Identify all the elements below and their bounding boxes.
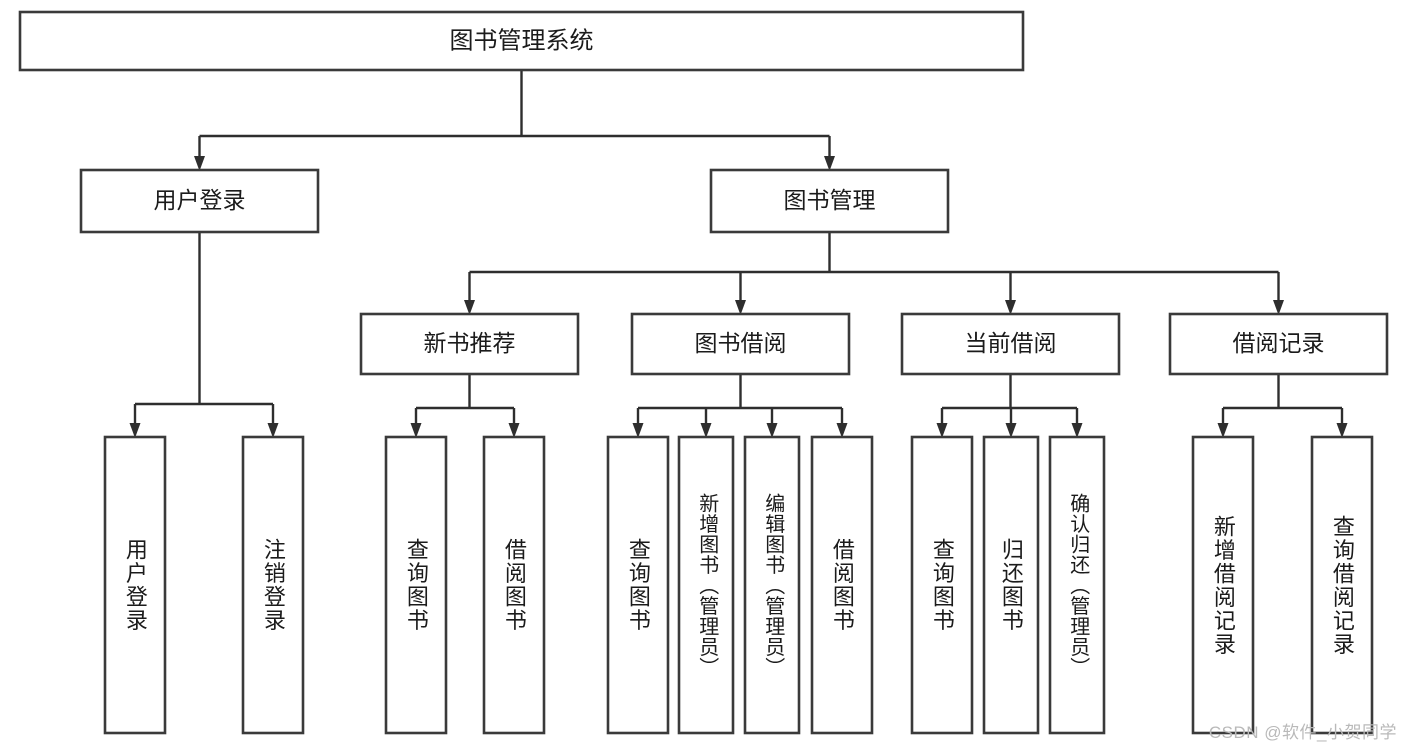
node-leaf-logout[interactable] — [241, 435, 305, 735]
arrow-head-icon — [735, 300, 746, 315]
node-leaf-user-login-rect[interactable] — [103, 435, 167, 735]
arrow-head-icon — [700, 423, 712, 438]
node-book-manage[interactable]: 图书管理 — [709, 168, 950, 234]
node-leaf-edit-book-rect[interactable] — [743, 435, 801, 735]
node-leaf-query-book-2[interactable] — [606, 435, 670, 735]
watermark-text: CSDN @软件_小贺同学 — [1208, 723, 1397, 742]
node-new-book-rec-label: 新书推荐 — [424, 330, 516, 356]
node-leaf-borrow-book-1[interactable] — [482, 435, 546, 735]
arrow-head-icon — [766, 423, 778, 438]
node-leaf-confirm-return-rect[interactable] — [1048, 435, 1106, 735]
node-leaf-query-book-3[interactable] — [910, 435, 974, 735]
node-book-borrow[interactable]: 图书借阅 — [630, 312, 851, 376]
connector-layer — [129, 70, 1348, 438]
node-user-login-label: 用户登录 — [154, 187, 246, 213]
node-borrow-record[interactable]: 借阅记录 — [1168, 312, 1389, 376]
node-leaf-borrow-book-2-rect[interactable] — [810, 435, 874, 735]
node-leaf-query-book-1[interactable] — [384, 435, 448, 735]
node-new-book-rec-rect[interactable] — [359, 312, 580, 376]
node-leaf-query-book-1-rect[interactable] — [384, 435, 448, 735]
arrow-head-icon — [1071, 423, 1083, 438]
node-root-rect[interactable] — [18, 10, 1025, 72]
arrow-head-icon — [464, 300, 475, 315]
node-leaf-logout-rect[interactable] — [241, 435, 305, 735]
arrow-head-icon — [1273, 300, 1284, 315]
node-leaf-query-record[interactable] — [1310, 435, 1374, 735]
node-leaf-borrow-book-1-rect[interactable] — [482, 435, 546, 735]
arrow-head-icon — [1336, 423, 1348, 438]
node-leaf-return-book-rect[interactable] — [982, 435, 1040, 735]
node-current-borrow-label: 当前借阅 — [965, 330, 1057, 356]
node-current-borrow-rect[interactable] — [900, 312, 1121, 376]
node-leaf-user-login[interactable] — [103, 435, 167, 735]
node-leaf-add-record-rect[interactable] — [1191, 435, 1255, 735]
node-leaf-edit-book[interactable] — [743, 435, 801, 735]
node-book-borrow-rect[interactable] — [630, 312, 851, 376]
node-borrow-record-rect[interactable] — [1168, 312, 1389, 376]
node-new-book-rec[interactable]: 新书推荐 — [359, 312, 580, 376]
node-user-login-rect[interactable] — [79, 168, 320, 234]
node-user-login[interactable]: 用户登录 — [79, 168, 320, 234]
arrow-head-icon — [129, 423, 141, 438]
arrow-head-icon — [936, 423, 948, 438]
arrow-head-icon — [1005, 423, 1017, 438]
node-leaf-add-record[interactable] — [1191, 435, 1255, 735]
node-leaf-borrow-book-2[interactable] — [810, 435, 874, 735]
node-book-manage-rect[interactable] — [709, 168, 950, 234]
arrow-head-icon — [267, 423, 279, 438]
arrow-head-icon — [508, 423, 520, 438]
arrow-head-icon — [1217, 423, 1229, 438]
node-borrow-record-label: 借阅记录 — [1233, 330, 1325, 356]
arrow-head-icon — [824, 156, 835, 171]
node-leaf-add-book[interactable] — [677, 435, 735, 735]
arrow-head-icon — [410, 423, 422, 438]
arrow-head-icon — [836, 423, 848, 438]
node-leaf-confirm-return[interactable] — [1048, 435, 1106, 735]
node-current-borrow[interactable]: 当前借阅 — [900, 312, 1121, 376]
arrow-head-icon — [632, 423, 644, 438]
node-book-borrow-label: 图书借阅 — [695, 330, 787, 356]
node-leaf-return-book[interactable] — [982, 435, 1040, 735]
arrow-head-icon — [194, 156, 205, 171]
node-root-label: 图书管理系统 — [450, 27, 594, 54]
node-book-manage-label: 图书管理 — [784, 187, 876, 213]
node-leaf-query-book-2-rect[interactable] — [606, 435, 670, 735]
node-leaf-query-record-rect[interactable] — [1310, 435, 1374, 735]
node-leaf-query-book-3-rect[interactable] — [910, 435, 974, 735]
node-root[interactable]: 图书管理系统 — [18, 10, 1025, 72]
arrow-head-icon — [1005, 300, 1016, 315]
node-leaf-add-book-rect[interactable] — [677, 435, 735, 735]
